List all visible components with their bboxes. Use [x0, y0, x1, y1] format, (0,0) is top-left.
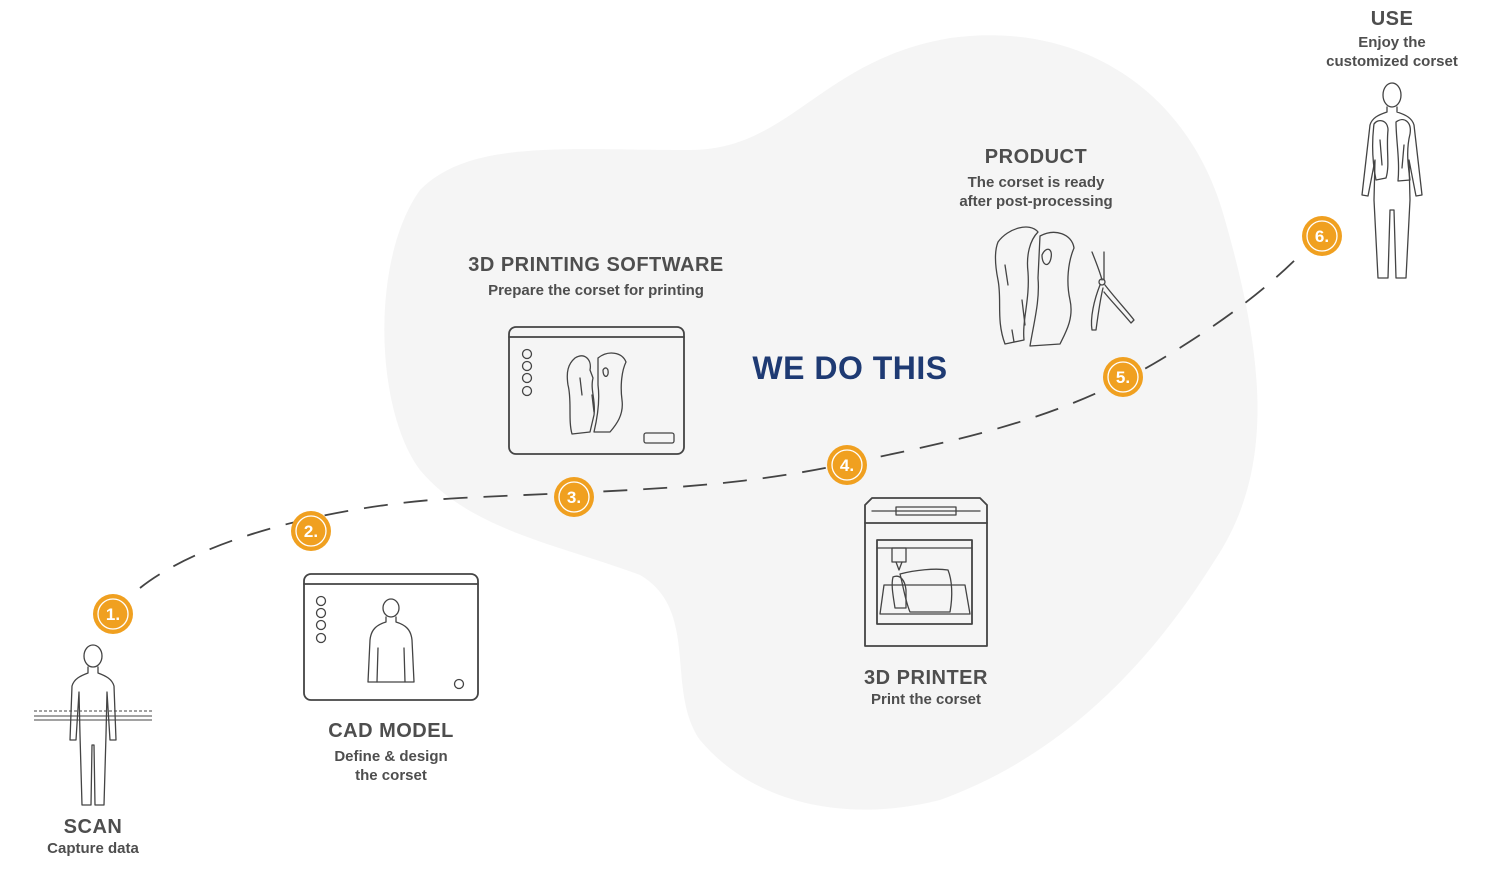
step-title: USE [1370, 8, 1414, 30]
3d-printer-icon [864, 497, 988, 647]
step-subtitle: Define & design [334, 748, 448, 765]
process-path [139, 254, 1301, 589]
step-subtitle: Capture data [47, 840, 139, 857]
scan-body-icon [34, 644, 152, 806]
step-subtitle: the corset [355, 767, 427, 784]
step-marker-6: 6. [1302, 216, 1342, 256]
step-marker-2: 2. [291, 511, 331, 551]
step-subtitle: The corset is ready [967, 174, 1105, 191]
step-number: 1. [106, 605, 120, 624]
step-subtitle: Prepare the corset for printing [488, 282, 704, 299]
step-label-product: PRODUCT The corset is ready after post-p… [926, 146, 1146, 211]
background-blob [384, 35, 1258, 810]
printing-software-screen-icon [508, 326, 685, 455]
step-number: 4. [840, 456, 854, 475]
person-wearing-corset-icon [1361, 82, 1423, 279]
step-number: 6. [1315, 227, 1329, 246]
cad-screen-icon [303, 573, 479, 701]
step-subtitle: Print the corset [870, 691, 982, 708]
step-title: CAD MODEL [328, 720, 454, 742]
step-label-scan: SCAN Capture data [0, 816, 186, 858]
step-marker-1: 1. [93, 594, 133, 634]
step-subtitle: customized corset [1326, 53, 1458, 70]
step-label-cad-model: CAD MODEL Define & design the corset [281, 720, 501, 785]
step-title: PRODUCT [984, 146, 1088, 168]
step-subtitle: after post-processing [959, 193, 1113, 210]
step-number: 5. [1116, 368, 1130, 387]
we-do-this-headline: WE DO THIS [752, 350, 948, 386]
step-marker-3: 3. [554, 477, 594, 517]
step-label-3d-printer: 3D PRINTER Print the corset [826, 667, 1026, 709]
step-title: 3D PRINTER [864, 667, 988, 689]
step-label-printing-software: 3D PRINTING SOFTWARE Prepare the corset … [446, 254, 746, 300]
step-number: 3. [567, 488, 581, 507]
step-marker-5: 5. [1103, 357, 1143, 397]
corset-pliers-icon [994, 226, 1135, 347]
step-title: 3D PRINTING SOFTWARE [468, 254, 724, 276]
step-marker-4: 4. [827, 445, 867, 485]
step-subtitle: Enjoy the [1358, 34, 1426, 51]
step-title: SCAN [63, 816, 123, 838]
step-label-use: USE Enjoy the customized corset [1292, 8, 1492, 71]
step-number: 2. [304, 522, 318, 541]
